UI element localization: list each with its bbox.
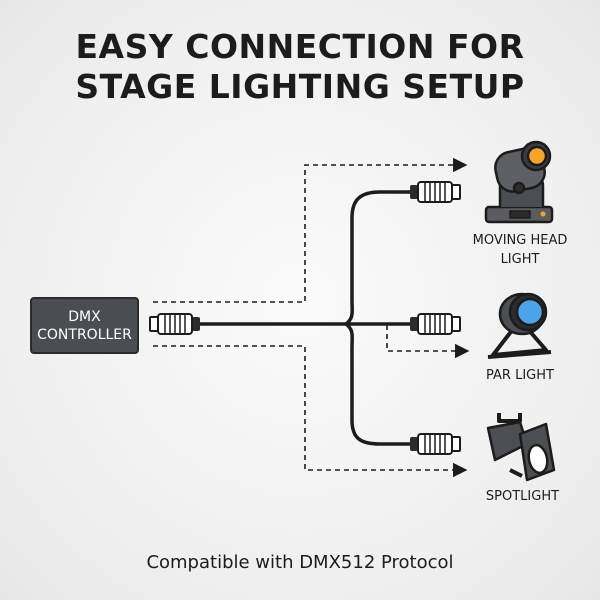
spotlight-icon: [486, 413, 556, 482]
title-line-1: EASY CONNECTION FOR: [75, 27, 525, 66]
dmx-cable: [198, 190, 414, 446]
signal-arrows: [153, 157, 470, 478]
xlr-connector-par: [409, 313, 461, 335]
controller-label-line-2: CONTROLLER: [37, 327, 132, 343]
spotlight-label: SPOTLIGHT: [485, 489, 560, 504]
moving-head-label-line-2: LIGHT: [500, 252, 540, 267]
footer-note: Compatible with DMX512 Protocol: [146, 552, 454, 573]
moving-head-label: MOVING HEAD LIGHT: [450, 231, 590, 269]
par-light-label: PAR LIGHT: [486, 368, 554, 383]
signal-arrow-moving-head: [153, 157, 468, 303]
xlr-connector-moving-head: [409, 181, 461, 203]
moving-head-label-line-1: MOVING HEAD: [472, 233, 568, 248]
signal-arrow-spot: [153, 345, 468, 478]
moving-head-icon: [484, 140, 554, 224]
title-line-2: STAGE LIGHTING SETUP: [75, 67, 525, 106]
xlr-connector-spot: [409, 433, 461, 455]
dmx-controller-box: DMX CONTROLLER: [30, 297, 139, 354]
par-light-icon: [487, 292, 552, 359]
controller-label-line-1: DMX: [68, 309, 101, 325]
xlr-connector-input: [149, 313, 201, 335]
